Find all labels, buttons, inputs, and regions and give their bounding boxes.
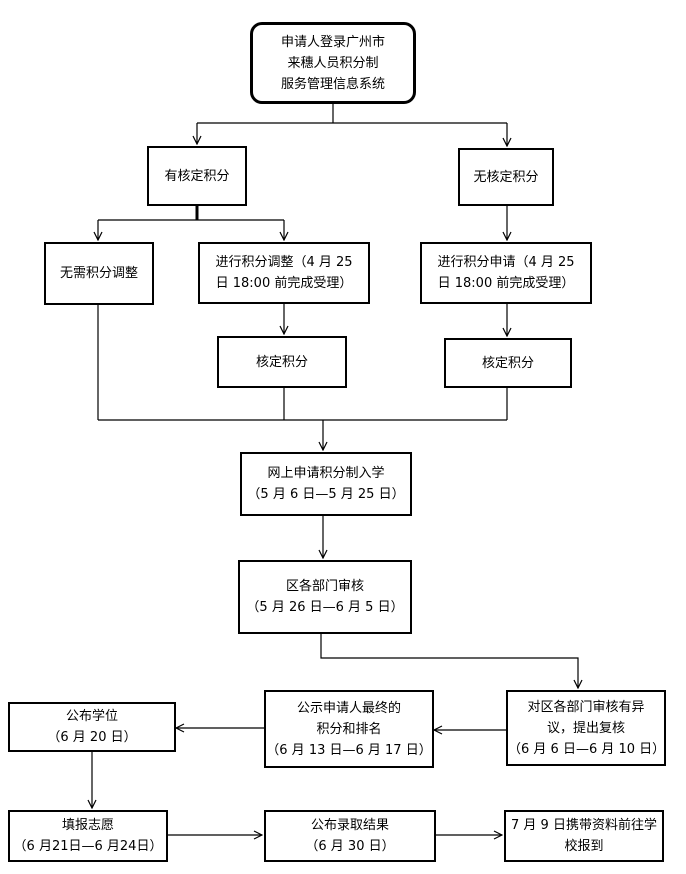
node-publicize: 公示申请人最终的 积分和排名 （6 月 13 日—6 月 17 日） xyxy=(264,690,434,768)
node-publish-result: 公布录取结果 （6 月 30 日） xyxy=(264,810,436,862)
node-apply-score: 进行积分申请（4 月 25 日 18:00 前完成受理） xyxy=(420,242,592,304)
node-approve-left-text: 核定积分 xyxy=(255,354,308,370)
node-no-adjust: 无需积分调整 xyxy=(44,242,154,305)
node-has-score-text: 有核定积分 xyxy=(164,168,230,184)
node-publish-result-text: 公布录取结果 （6 月 30 日） xyxy=(305,818,395,854)
node-adjust-text: 进行积分调整（4 月 25 日 18:00 前完成受理） xyxy=(215,255,353,291)
node-district-review: 区各部门审核 （5 月 26 日—6 月 5 日） xyxy=(238,560,412,634)
node-has-score: 有核定积分 xyxy=(147,146,247,206)
node-online-apply-text: 网上申请积分制入学 （5 月 6 日—5 月 25 日） xyxy=(247,466,405,502)
link-to-objection xyxy=(320,634,578,688)
node-approve-right: 核定积分 xyxy=(444,338,572,388)
node-publish-seats: 公布学位 （6 月 20 日） xyxy=(8,702,176,752)
node-login-text: 申请人登录广州市 来穗人员积分制 服务管理信息系统 xyxy=(280,34,385,92)
node-no-adjust-text: 无需积分调整 xyxy=(59,266,138,281)
node-fill-choice: 填报志愿 （6 月21日—6 月24日） xyxy=(8,810,168,862)
node-approve-left: 核定积分 xyxy=(217,336,347,388)
node-approve-right-text: 核定积分 xyxy=(481,355,534,371)
node-fill-choice-text: 填报志愿 （6 月21日—6 月24日） xyxy=(13,818,163,854)
node-adjust: 进行积分调整（4 月 25 日 18:00 前完成受理） xyxy=(198,242,370,304)
node-objection-text: 对区各部门审核有异 议，提出复核 （6 月 6 日—6 月 10 日） xyxy=(508,699,666,757)
node-objection: 对区各部门审核有异 议，提出复核 （6 月 6 日—6 月 10 日） xyxy=(506,690,666,766)
node-district-review-text: 区各部门审核 （5 月 26 日—6 月 5 日） xyxy=(246,579,404,615)
node-login: 申请人登录广州市 来穗人员积分制 服务管理信息系统 xyxy=(250,22,416,104)
node-no-score-text: 无核定积分 xyxy=(473,169,539,185)
node-online-apply: 网上申请积分制入学 （5 月 6 日—5 月 25 日） xyxy=(240,452,412,516)
node-apply-score-text: 进行积分申请（4 月 25 日 18:00 前完成受理） xyxy=(437,255,575,291)
node-report-text: 7 月 9 日携带资料前往学 校报到 xyxy=(511,818,657,854)
node-publish-seats-text: 公布学位 （6 月 20 日） xyxy=(47,709,137,745)
node-no-score: 无核定积分 xyxy=(458,148,554,206)
node-publicize-text: 公示申请人最终的 积分和排名 （6 月 13 日—6 月 17 日） xyxy=(266,700,432,758)
node-report: 7 月 9 日携带资料前往学 校报到 xyxy=(504,810,664,862)
